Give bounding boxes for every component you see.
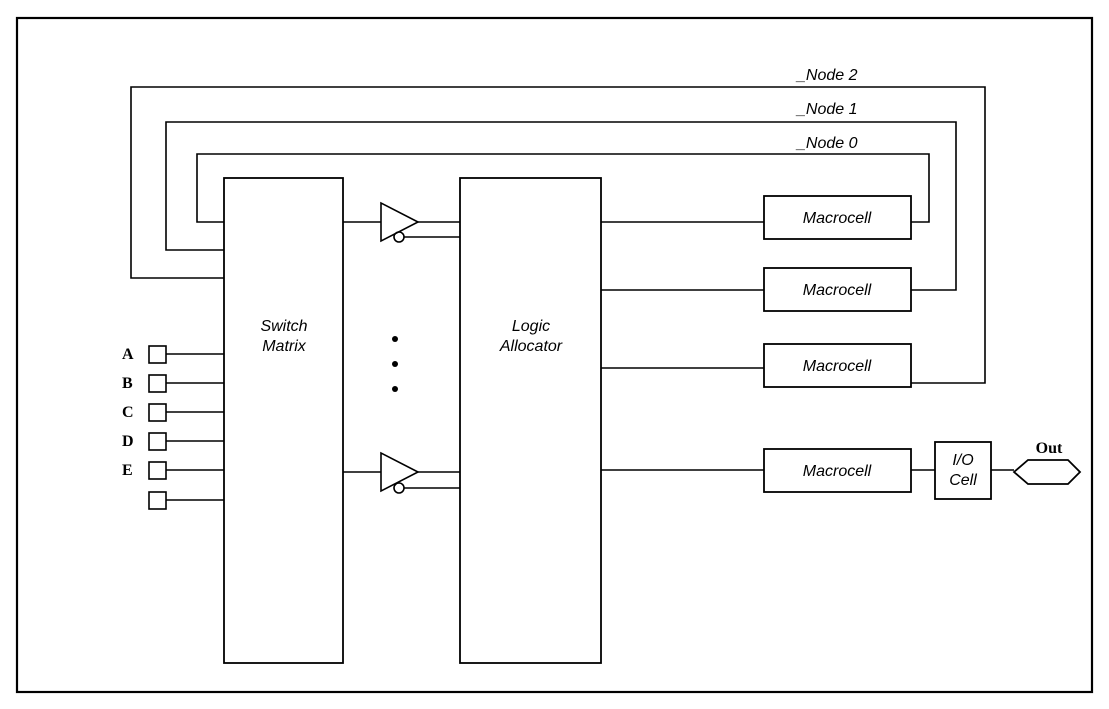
ellipsis-dots	[392, 336, 398, 392]
logic-allocator-label-line1: Logic	[512, 318, 550, 335]
diagram-frame	[15, 16, 1094, 694]
input-pin-unlabeled	[148, 491, 224, 510]
input-pad-e	[148, 461, 167, 480]
macrocell-2: Macrocell	[763, 267, 912, 312]
switch-matrix-label-line1: Switch	[260, 318, 307, 335]
switch-matrix-label-line2: Matrix	[262, 338, 307, 355]
input-pin-c: C	[122, 403, 224, 422]
input-pin-a: A	[122, 345, 224, 364]
output-label: Out	[1036, 440, 1063, 457]
switch-matrix-block: Switch Matrix	[223, 177, 344, 664]
io-cell-block: I/O Cell	[934, 441, 992, 500]
output-pin-symbol	[1012, 459, 1082, 485]
io-cell-label-line2: Cell	[949, 472, 977, 489]
input-label-d: D	[122, 433, 134, 450]
macrocell-2-label: Macrocell	[803, 282, 872, 299]
macrocell-1-label: Macrocell	[803, 210, 872, 227]
output-pin: Out	[1012, 440, 1082, 485]
input-label-e: E	[122, 462, 133, 479]
input-label-c: C	[122, 404, 134, 421]
node-1-label: _Node 1	[795, 101, 858, 118]
feedback-node-0: _Node 0	[196, 135, 930, 223]
macrocell-3: Macrocell	[763, 343, 912, 388]
input-buffer-bottom	[343, 451, 460, 494]
feedback-node-2: _Node 2	[130, 67, 986, 384]
macrocell-1: Macrocell	[763, 195, 912, 240]
feedback-node-1: _Node 1	[165, 101, 957, 291]
input-label-a: A	[122, 346, 134, 363]
inverter-bubble-bottom	[393, 482, 405, 494]
input-pin-b: B	[122, 374, 224, 393]
input-pad-c	[148, 403, 167, 422]
input-label-b: B	[122, 375, 133, 392]
input-pad-b	[148, 374, 167, 393]
input-pad-d	[148, 432, 167, 451]
input-buffer-top	[343, 201, 460, 243]
logic-allocator-block: Logic Allocator	[459, 177, 602, 664]
input-pin-d: D	[122, 432, 224, 451]
macrocell-4: Macrocell	[763, 448, 912, 493]
macrocell-3-label: Macrocell	[803, 358, 872, 375]
macrocell-4-label: Macrocell	[803, 463, 872, 480]
input-pad-6	[148, 491, 167, 510]
node-2-label: _Node 2	[795, 67, 858, 84]
inverter-bubble-top	[393, 231, 405, 243]
node-0-label: _Node 0	[795, 135, 858, 152]
io-cell-label-line1: I/O	[952, 452, 973, 469]
input-pin-e: E	[122, 461, 224, 480]
input-pad-a	[148, 345, 167, 364]
logic-allocator-label-line2: Allocator	[499, 338, 563, 355]
